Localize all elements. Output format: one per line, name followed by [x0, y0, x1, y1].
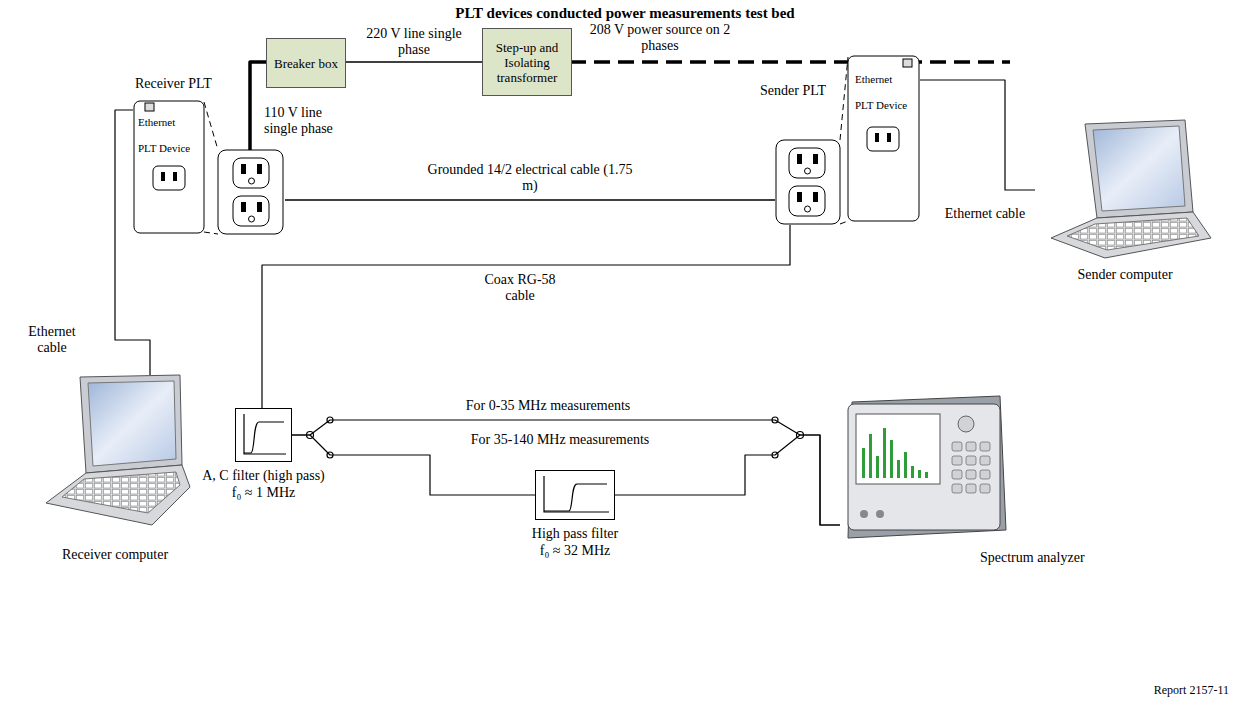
cable-connector: [346, 61, 482, 62]
breaker-box: Breaker box: [266, 38, 346, 88]
computer-label: Receiver computer: [62, 547, 168, 563]
box-label: Step-up and Isolating transformer: [486, 40, 568, 85]
cable-connector: [250, 62, 266, 100]
sender-computer: Sender computer: [1035, 120, 1215, 285]
power-source-label: 208 V power source on 2 phases: [585, 22, 735, 54]
computer-label: Sender computer: [1077, 267, 1172, 283]
cable-connector: [920, 80, 1035, 190]
laptop-icon: [40, 375, 190, 565]
port-label: Ethernet: [855, 71, 892, 87]
device-heading: Receiver PLT: [135, 76, 212, 92]
device-label: PLT Device: [138, 140, 190, 156]
diagram-title: PLT devices conducted power measurements…: [455, 5, 794, 21]
cable-label: 110 V line single phase: [262, 105, 361, 137]
cable-connector: [615, 435, 840, 525]
cable-label: Coax RG-58 cable: [473, 272, 567, 304]
cable-connector: [285, 199, 775, 201]
ac-filter: A, C filter (high pass)f₀ ≈ 1 MHz: [235, 408, 292, 462]
box-label: Breaker box: [274, 56, 338, 71]
cable-label: Ethernet cable: [943, 206, 1027, 222]
filter-label: High pass filter: [532, 526, 618, 542]
device-heading: Sender PLT: [760, 83, 826, 99]
cable-connector: [262, 225, 790, 408]
high-pass-filter: High pass filterf₀ ≈ 32 MHz: [535, 470, 615, 520]
transformer-box: Step-up and Isolating transformer: [482, 28, 572, 96]
cable-label: Ethernet cable: [19, 324, 85, 356]
device-label: PLT Device: [855, 97, 907, 113]
filter-icon: [535, 470, 615, 520]
port-label: Ethernet: [138, 114, 175, 130]
cable-label: For 35-140 MHz measurements: [469, 432, 651, 448]
filter-label: A, C filter (high pass): [202, 468, 324, 484]
power-source-line: [570, 60, 1010, 64]
receiver-computer: Receiver computer: [40, 375, 190, 565]
analyzer-icon: [840, 390, 1010, 545]
cable-label: Grounded 14/2 electrical cable (1.75 m): [418, 162, 642, 194]
laptop-icon: [1035, 120, 1215, 285]
cable-label: For 0-35 MHz measurements: [464, 398, 632, 414]
filter-frequency: f₀ ≈ 32 MHz: [540, 543, 611, 559]
cable-label: 220 V line single phase: [357, 26, 471, 58]
cable-connector: [292, 420, 840, 525]
figure-caption: Report 2157-11: [1154, 682, 1229, 698]
analyzer-label: Spectrum analyzer: [980, 550, 1085, 566]
spectrum-analyzer: Spectrum analyzer: [840, 390, 1010, 545]
filter-icon: [235, 408, 292, 462]
plt-device-outlet: [775, 55, 920, 225]
sender-plt: Sender PLTEthernetPLT Device: [775, 55, 920, 225]
filter-frequency: f₀ ≈ 1 MHz: [232, 485, 296, 501]
switch-symbols: [307, 417, 804, 458]
